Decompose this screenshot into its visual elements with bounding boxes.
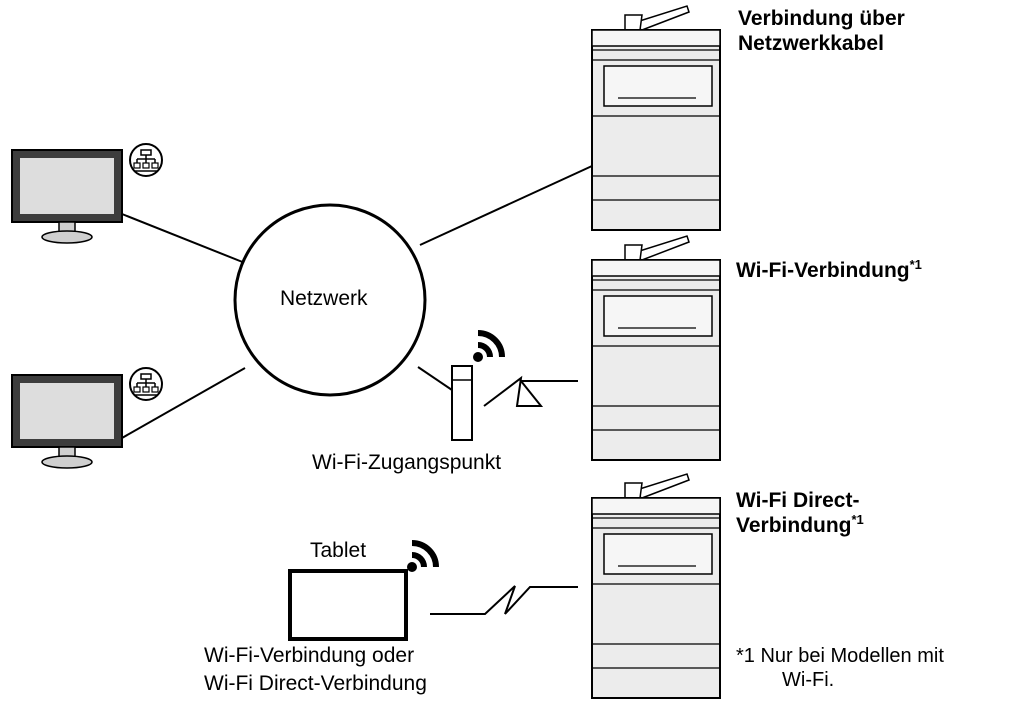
cable-pc2-network xyxy=(121,367,246,439)
cable-pc1-network xyxy=(121,213,246,264)
printer-cable-label: Verbindung über Netzwerkkabel xyxy=(738,6,905,56)
lan-icon xyxy=(129,143,163,177)
footnote-line2: Wi-Fi. xyxy=(782,669,835,691)
printer-cable-label-line1: Verbindung über xyxy=(738,7,905,30)
wireless-link-tablet xyxy=(430,585,578,615)
printer-wifi-label: Wi-Fi-Verbindung*1 xyxy=(736,258,922,283)
footnote-line1: *1 Nur bei Modellen mit xyxy=(736,645,944,667)
printer-icon xyxy=(591,235,721,461)
network-label: Netzwerk xyxy=(280,287,368,310)
printer-icon xyxy=(591,473,721,699)
printer-cable-label-line2: Netzwerkkabel xyxy=(738,32,884,55)
wireless-link-accesspoint xyxy=(483,375,578,407)
printer-direct-label-line1: Wi-Fi Direct- xyxy=(736,489,860,512)
printer-wifi-label-text: Wi-Fi-Verbindung xyxy=(736,259,910,282)
tablet-icon xyxy=(288,569,408,641)
footnote: *1 Nur bei Modellen mit Wi-Fi. xyxy=(736,644,944,692)
printer-icon xyxy=(591,5,721,231)
tablet-connection-line1: Wi-Fi-Verbindung oder xyxy=(204,644,415,667)
access-point-label: Wi-Fi-Zugangspunkt xyxy=(312,451,502,474)
wifi-icon xyxy=(473,333,502,362)
lan-icon xyxy=(129,367,163,401)
tablet-connection-line2: Wi-Fi Direct-Verbindung xyxy=(204,672,427,695)
network-circle xyxy=(233,203,427,397)
printer-direct-label-line2: Verbindung xyxy=(736,514,852,537)
connection-lines xyxy=(121,165,593,615)
wifi-icon xyxy=(407,543,436,572)
tablet-label: Tablet xyxy=(310,539,367,562)
printer-direct-footnote-ref: *1 xyxy=(851,512,864,527)
printer-direct-label: Wi-Fi Direct- Verbindung*1 xyxy=(736,488,864,538)
printer-wifi-footnote-ref: *1 xyxy=(909,257,922,272)
access-point-icon xyxy=(451,365,473,441)
cable-network-accesspoint xyxy=(417,366,453,391)
cable-network-printer1 xyxy=(419,165,593,246)
monitor-icon xyxy=(11,374,123,469)
monitor-icon xyxy=(11,149,123,244)
